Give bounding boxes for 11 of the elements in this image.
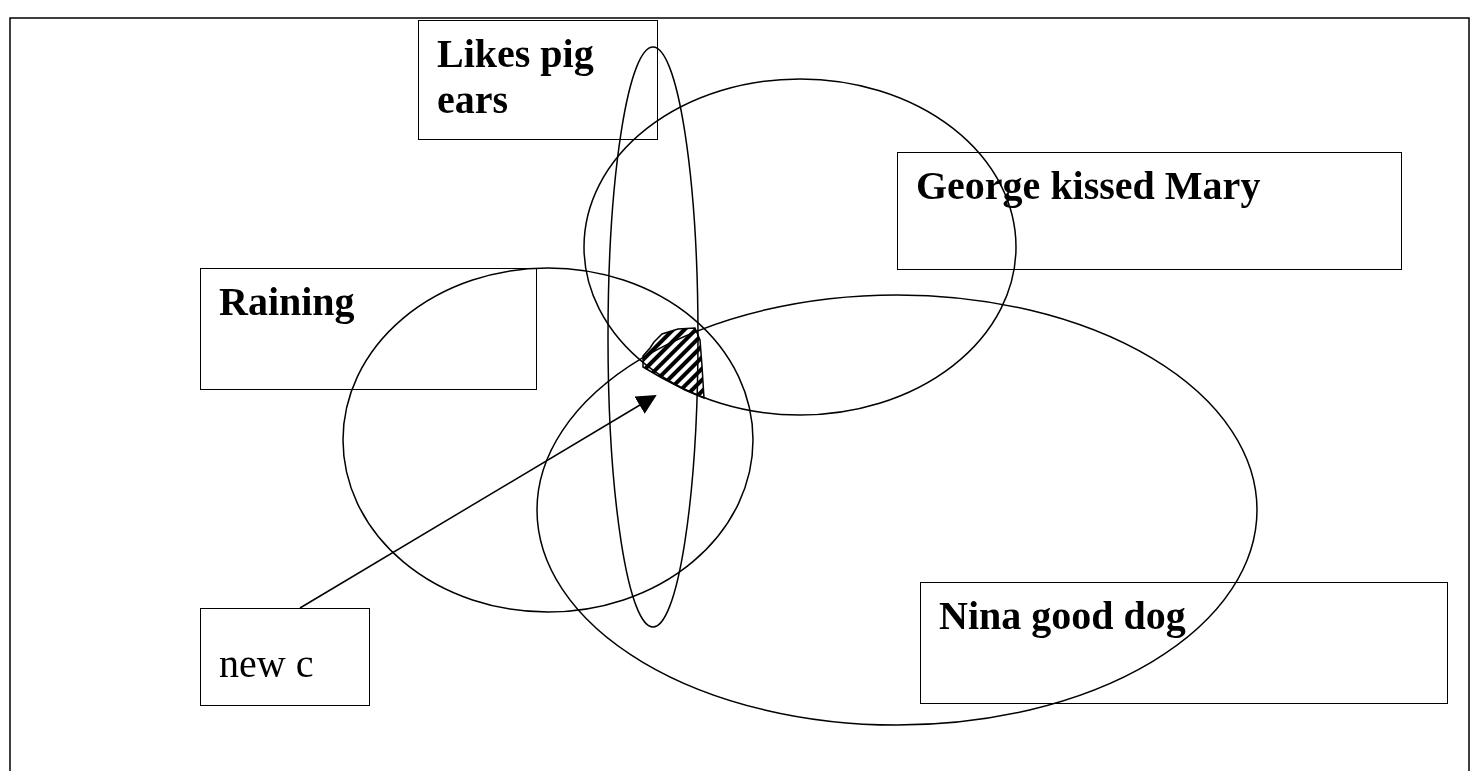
text-box [897,152,1402,270]
box-label: Raining [219,279,355,325]
text-box [920,582,1448,704]
text-box [200,268,537,390]
text-box [418,20,658,140]
arrow [299,394,657,609]
text-box [200,608,370,706]
hatched-region [640,326,708,400]
box-label: Likes pig ears [437,31,595,123]
box-label: Nina good dog [939,593,1186,639]
box-label: new c [219,641,314,687]
